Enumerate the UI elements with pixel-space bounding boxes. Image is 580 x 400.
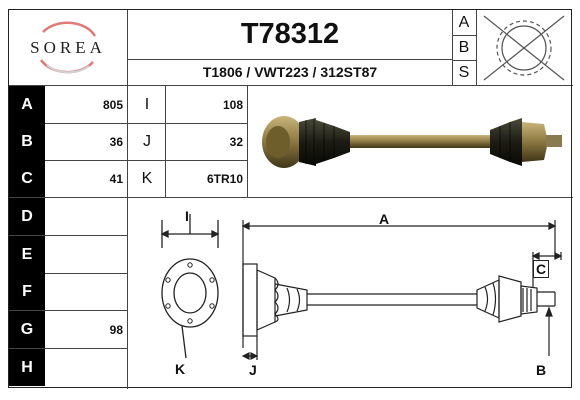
grid-line — [476, 10, 477, 85]
label-b: B — [9, 123, 45, 160]
cross-references: T1806 / VWT223 / 312ST87 — [202, 64, 378, 80]
label-e: E — [9, 236, 45, 273]
grid-line — [127, 10, 128, 389]
part-number: T78312 — [240, 18, 340, 50]
grid-line — [452, 35, 476, 36]
value-b: 36 — [109, 134, 123, 149]
dim-label-b: B — [536, 362, 547, 378]
value-k: 6TR10 — [206, 171, 243, 186]
grid-line — [9, 85, 573, 86]
value-c: 41 — [109, 171, 123, 186]
label-j: J — [143, 132, 151, 150]
grid-line — [9, 123, 247, 124]
spec-sheet: SOREA T78312 T1806 / VWT223 / 312ST87 A … — [8, 9, 573, 389]
value-i: 108 — [222, 97, 243, 112]
sorea-logo-icon — [39, 21, 97, 74]
value-d — [45, 198, 127, 235]
grid-line — [452, 10, 453, 85]
abs-letter-s: S — [458, 63, 470, 81]
dim-label-i: I — [185, 208, 189, 224]
value-g: 98 — [109, 322, 123, 337]
label-i: I — [144, 95, 150, 113]
label-k: K — [141, 169, 153, 187]
grid-line — [9, 160, 247, 161]
abs-sensor-icon — [483, 15, 565, 81]
flange-diagram — [160, 214, 220, 359]
dim-label-k: K — [175, 361, 186, 377]
drive-shaft-photo — [262, 116, 562, 168]
abs-letter-b: B — [458, 38, 470, 56]
grid-line — [247, 85, 248, 197]
grid-line — [165, 85, 166, 197]
brand-logo: SOREA — [9, 10, 127, 85]
label-f: F — [9, 273, 45, 310]
value-e — [45, 236, 127, 273]
brand-name: SOREA — [30, 37, 106, 57]
grid-line — [9, 235, 127, 236]
value-h — [45, 349, 127, 386]
dim-label-a: A — [379, 211, 390, 227]
grid-line — [9, 197, 127, 198]
label-d: D — [9, 198, 45, 235]
dim-label-j: J — [249, 362, 257, 378]
label-c: C — [9, 160, 45, 197]
label-a: A — [9, 86, 45, 123]
dim-label-c: C — [533, 260, 550, 278]
grid-line — [127, 59, 452, 60]
grid-line — [452, 60, 476, 61]
grid-line — [9, 348, 127, 349]
grid-line — [127, 197, 573, 198]
label-g: G — [9, 311, 45, 348]
grid-line — [9, 273, 127, 274]
grid-line — [9, 310, 127, 311]
drive-shaft-diagram — [241, 220, 563, 360]
value-j: 32 — [229, 134, 243, 149]
value-f — [45, 273, 127, 310]
value-a: 805 — [102, 97, 123, 112]
abs-letter-a: A — [458, 13, 470, 31]
label-h: H — [9, 349, 45, 386]
